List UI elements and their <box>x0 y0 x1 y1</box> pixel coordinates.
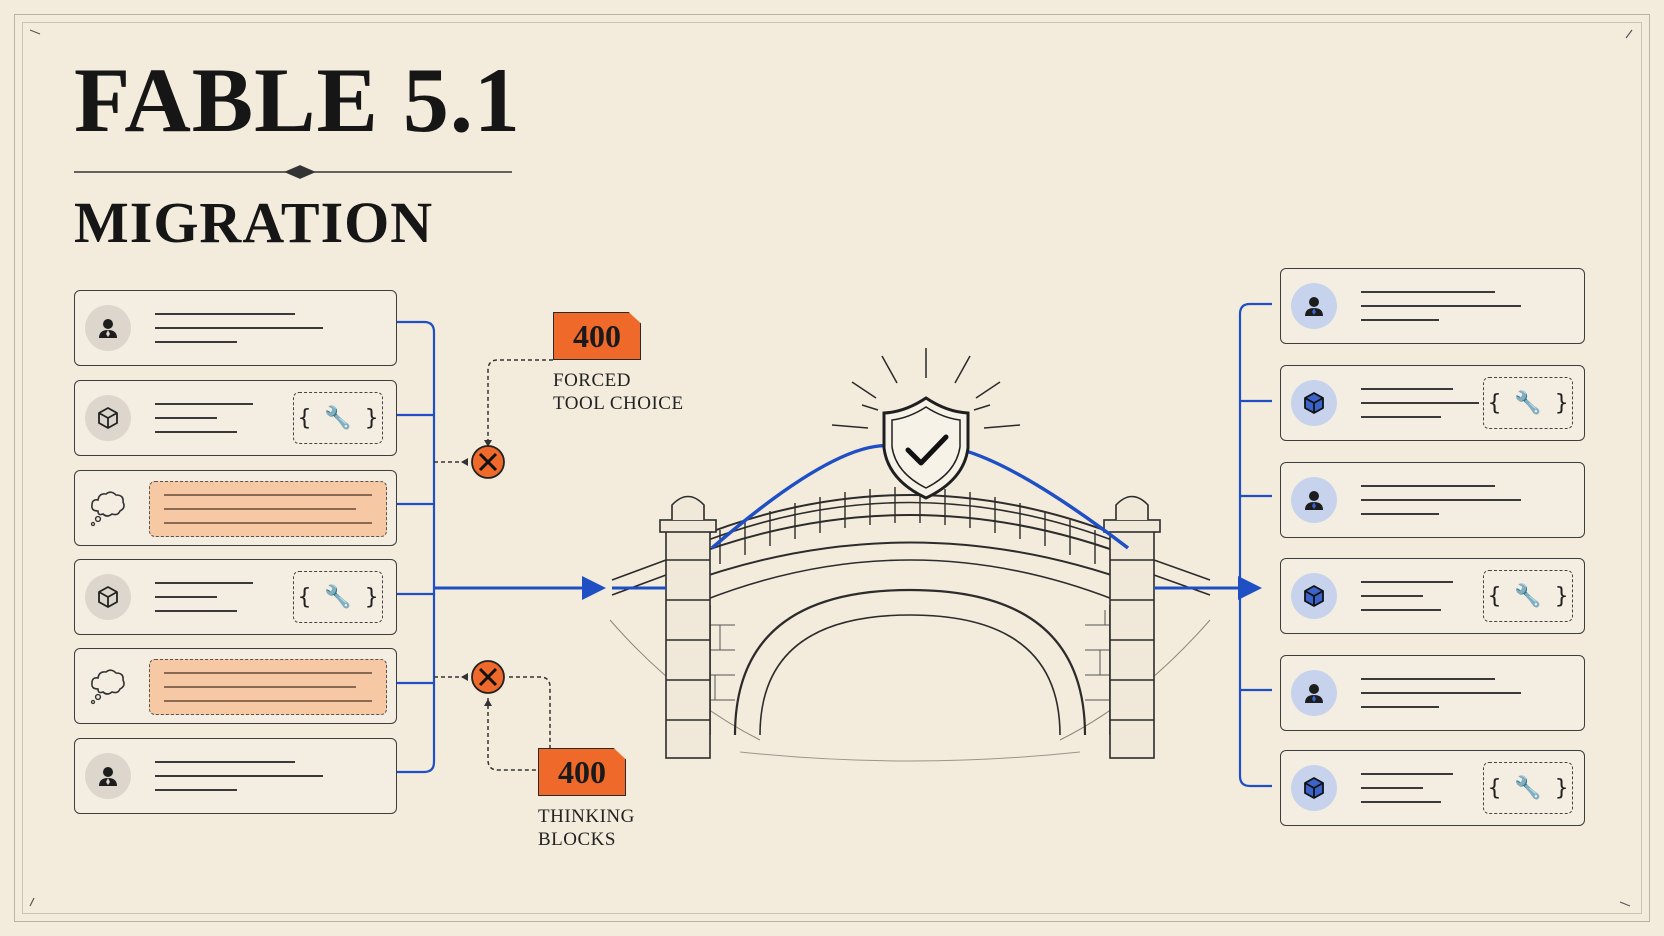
text-line <box>1361 513 1439 515</box>
text-line <box>1361 581 1453 583</box>
left-card-user-1[interactable] <box>74 290 397 366</box>
text-line <box>1361 787 1423 789</box>
text-line <box>164 672 372 674</box>
text-line <box>1361 773 1453 775</box>
left-card-tool-2[interactable]: { 🔧 } <box>74 559 397 635</box>
thinking-block <box>149 659 387 715</box>
text-line <box>155 610 237 612</box>
error-node-2 <box>471 660 505 694</box>
text-line <box>1361 678 1495 680</box>
text-line <box>155 327 323 329</box>
main-arrow-left <box>434 576 606 600</box>
text-line <box>1361 305 1521 307</box>
text-line <box>1361 319 1439 321</box>
tool-call-box[interactable]: { 🔧 } <box>293 392 383 444</box>
error-label-line2: BLOCKS <box>538 829 616 850</box>
text-line <box>155 761 295 763</box>
left-card-user-2[interactable] <box>74 738 397 814</box>
text-line <box>1361 801 1441 803</box>
cube-icon <box>1291 573 1337 619</box>
thought-cloud-icon <box>89 667 127 712</box>
error-label-line2: TOOL CHOICE <box>553 393 684 414</box>
right-card-tool-1[interactable]: { 🔧 } <box>1280 365 1585 441</box>
right-card-user-3[interactable] <box>1280 655 1585 731</box>
cube-icon <box>85 574 131 620</box>
text-line <box>155 789 237 791</box>
user-icon <box>1291 670 1337 716</box>
arrow-to-error-2 <box>461 673 492 706</box>
left-card-thinking-1[interactable] <box>74 470 397 546</box>
text-line <box>155 582 253 584</box>
text-line <box>1361 692 1521 694</box>
text-line <box>1361 499 1521 501</box>
text-line <box>164 700 372 702</box>
right-card-user-2[interactable] <box>1280 462 1585 538</box>
user-icon <box>85 753 131 799</box>
right-card-tool-2[interactable]: { 🔧 } <box>1280 558 1585 634</box>
error-node-1 <box>471 445 505 479</box>
title-divider <box>74 165 512 179</box>
text-line <box>1361 595 1423 597</box>
tool-call-box[interactable]: { 🔧 } <box>1483 377 1573 429</box>
error-label-line1: FORCED <box>553 370 631 391</box>
error-badge-thinking-blocks: 400 <box>538 748 626 796</box>
error-label-thinking-blocks: THINKING BLOCKS <box>538 805 635 851</box>
left-card-thinking-2[interactable] <box>74 648 397 724</box>
text-line <box>1361 706 1439 708</box>
right-card-tool-3[interactable]: { 🔧 } <box>1280 750 1585 826</box>
tool-call-box[interactable]: { 🔧 } <box>1483 570 1573 622</box>
stone-bridge <box>609 487 1211 762</box>
cube-icon <box>1291 765 1337 811</box>
text-line <box>1361 291 1495 293</box>
text-line <box>164 494 372 496</box>
main-arrow-right <box>1154 576 1262 600</box>
error-badge-forced-tool-choice: 400 <box>553 312 641 360</box>
left-bracket <box>397 320 436 774</box>
outer-frame <box>14 14 1650 922</box>
tool-call-box[interactable]: { 🔧 } <box>1483 762 1573 814</box>
error-label-forced-tool-choice: FORCED TOOL CHOICE <box>553 369 684 415</box>
right-bracket <box>1238 302 1272 788</box>
arrow-to-error-1 <box>461 440 492 466</box>
shield-check-icon <box>831 348 1021 500</box>
text-line <box>155 313 295 315</box>
thinking-block <box>149 481 387 537</box>
text-line <box>1361 609 1441 611</box>
left-card-tool-1[interactable]: { 🔧 } <box>74 380 397 456</box>
text-line <box>155 775 323 777</box>
page-title: FABLE 5.1 <box>74 49 521 151</box>
text-line <box>164 686 356 688</box>
text-line <box>1361 485 1495 487</box>
text-line <box>155 417 217 419</box>
text-line <box>164 522 372 524</box>
text-line <box>155 431 237 433</box>
inner-frame <box>22 22 1642 914</box>
page-subtitle: MIGRATION <box>74 190 434 255</box>
tool-call-box[interactable]: { 🔧 } <box>293 571 383 623</box>
user-icon <box>1291 283 1337 329</box>
corner-marks <box>29 29 1633 907</box>
error-branch-lines <box>434 359 553 771</box>
error-label-line1: THINKING <box>538 806 635 827</box>
user-icon <box>1291 477 1337 523</box>
thought-cloud-icon <box>89 489 127 534</box>
text-line <box>164 508 356 510</box>
cube-icon <box>85 395 131 441</box>
text-line <box>1361 388 1453 390</box>
text-line <box>155 596 217 598</box>
text-line <box>155 403 253 405</box>
text-line <box>1361 402 1479 404</box>
right-card-user-1[interactable] <box>1280 268 1585 344</box>
cube-icon <box>1291 380 1337 426</box>
text-line <box>155 341 237 343</box>
text-line <box>1361 416 1441 418</box>
user-icon <box>85 305 131 351</box>
